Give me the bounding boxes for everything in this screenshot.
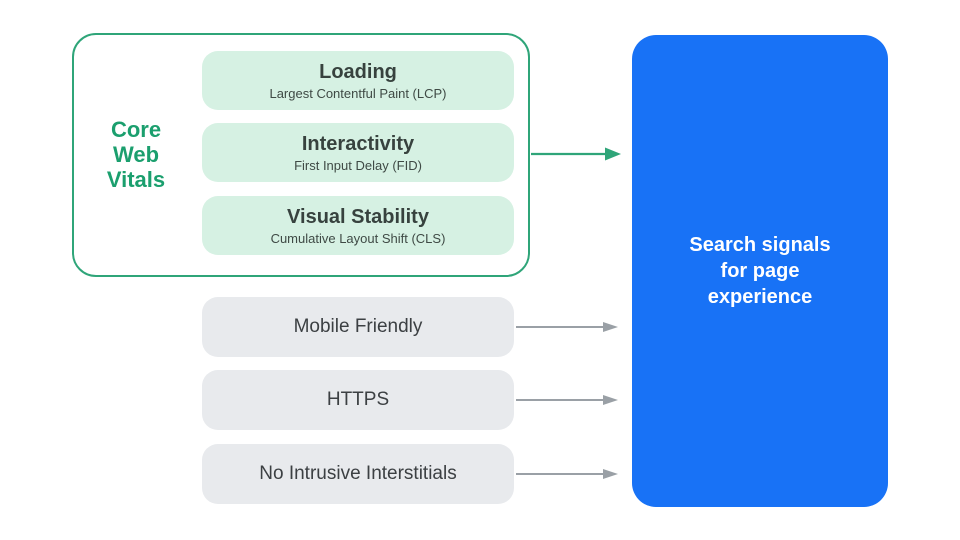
signal-mobile-friendly: Mobile Friendly xyxy=(202,297,514,357)
cwv-item-subtitle: First Input Delay (FID) xyxy=(294,157,422,173)
cwv-item-title: Loading xyxy=(319,60,397,83)
core-web-vitals-group: Core Web Vitals Loading Largest Contentf… xyxy=(72,33,530,277)
core-web-vitals-label: Core Web Vitals xyxy=(84,117,188,192)
arrowhead-icon xyxy=(603,469,618,479)
search-signals-text-line: experience xyxy=(707,286,813,308)
core-web-vitals-label-line: Core xyxy=(110,117,162,142)
core-web-vitals-label-line: Vitals xyxy=(106,167,166,192)
search-signals-text: Search signals for page experience xyxy=(689,232,830,310)
cwv-item-visual-stability: Visual Stability Cumulative Layout Shift… xyxy=(202,196,514,255)
signal-https: HTTPS xyxy=(202,370,514,430)
core-web-vitals-label-line: Web xyxy=(112,142,160,167)
cwv-item-title: Interactivity xyxy=(301,132,415,155)
search-signals-text-line: Search signals xyxy=(689,234,831,256)
signal-no-intrusive-interstitials: No Intrusive Interstitials xyxy=(202,444,514,504)
cwv-item-interactivity: Interactivity First Input Delay (FID) xyxy=(202,123,514,182)
arrow-https xyxy=(516,395,618,405)
arrow-core-web-vitals xyxy=(531,147,621,161)
cwv-item-subtitle: Cumulative Layout Shift (CLS) xyxy=(270,230,446,246)
arrowhead-icon xyxy=(603,322,618,332)
arrow-mobile-friendly xyxy=(516,322,618,332)
arrowhead-icon xyxy=(603,395,618,405)
cwv-item-loading: Loading Largest Contentful Paint (LCP) xyxy=(202,51,514,110)
search-signals-box: Search signals for page experience xyxy=(632,35,888,507)
arrowhead-icon xyxy=(605,147,621,161)
cwv-item-subtitle: Largest Contentful Paint (LCP) xyxy=(269,85,447,101)
cwv-item-title: Visual Stability xyxy=(287,205,429,228)
search-signals-text-line: for page xyxy=(720,260,800,282)
arrow-no-intrusive-interstitials xyxy=(516,469,618,479)
